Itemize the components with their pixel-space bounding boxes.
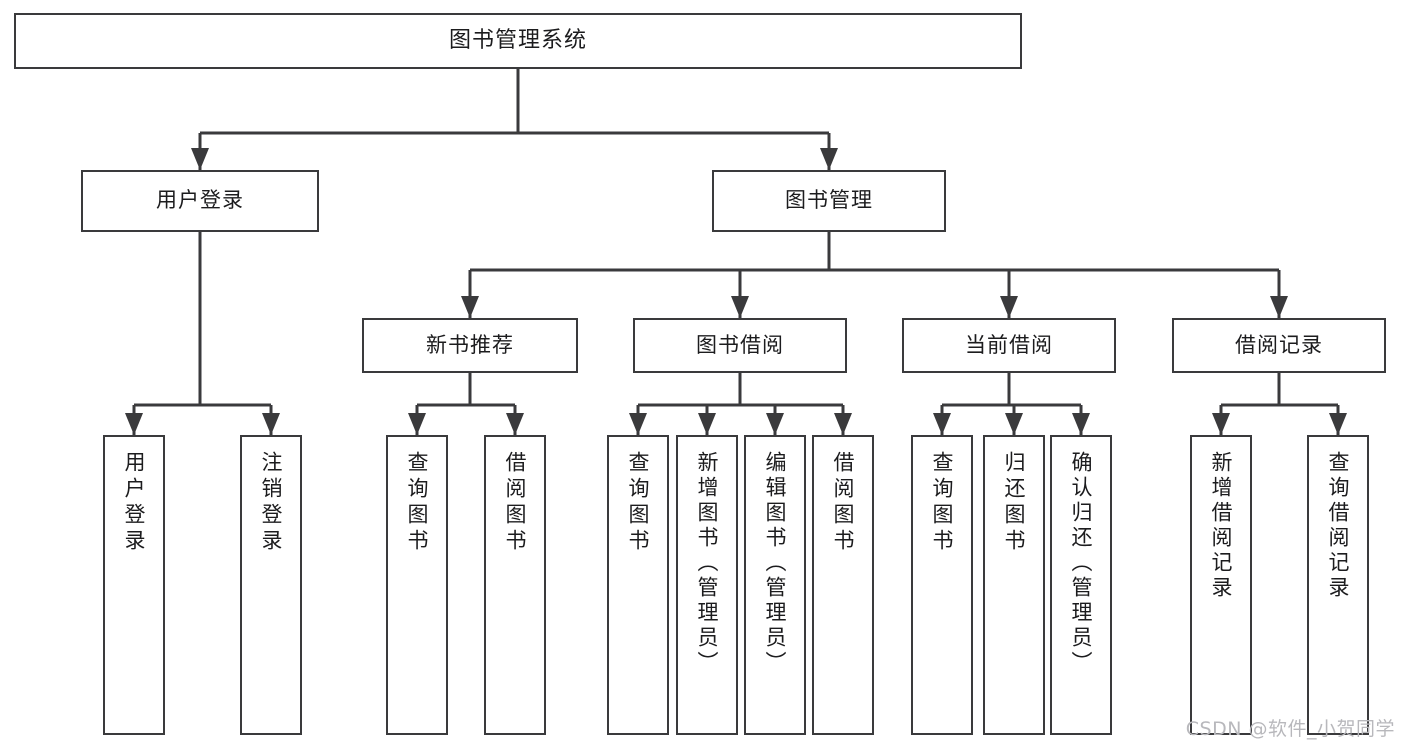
node-borrow-record-label: 借阅记录 (1235, 332, 1323, 357)
leaf-return-book[interactable]: 归还图书 (983, 435, 1045, 735)
node-book-borrow-label: 图书借阅 (696, 332, 784, 357)
node-book-manage[interactable]: 图书管理 (712, 170, 946, 232)
watermark: CSDN @软件_小贺同学 (1185, 718, 1395, 740)
node-root[interactable]: 图书管理系统 (14, 13, 1022, 69)
leaf-add-book-admin-label: 新增图书（管理员） (695, 451, 720, 676)
node-borrow-record[interactable]: 借阅记录 (1172, 318, 1386, 373)
node-user-login[interactable]: 用户登录 (81, 170, 319, 232)
leaf-query-borrow-record[interactable]: 查询借阅记录 (1307, 435, 1369, 735)
leaf-logout[interactable]: 注销登录 (240, 435, 302, 735)
leaf-add-borrow-record[interactable]: 新增借阅记录 (1190, 435, 1252, 735)
leaf-borrow-book-recommend-label: 借阅图书 (503, 451, 528, 555)
leaf-query-book-current[interactable]: 查询图书 (911, 435, 973, 735)
node-new-book-recommend-label: 新书推荐 (426, 332, 514, 357)
leaf-edit-book-admin[interactable]: 编辑图书（管理员） (744, 435, 806, 735)
node-new-book-recommend[interactable]: 新书推荐 (362, 318, 578, 373)
node-current-borrow-label: 当前借阅 (965, 332, 1053, 357)
node-book-borrow[interactable]: 图书借阅 (633, 318, 847, 373)
node-user-login-label: 用户登录 (156, 188, 244, 213)
node-root-label: 图书管理系统 (448, 27, 587, 53)
leaf-borrow-book[interactable]: 借阅图书 (812, 435, 874, 735)
node-book-manage-label: 图书管理 (785, 188, 873, 213)
leaf-borrow-book-recommend[interactable]: 借阅图书 (484, 435, 546, 735)
leaf-query-book-borrow-label: 查询图书 (626, 451, 651, 555)
leaf-user-login[interactable]: 用户登录 (103, 435, 165, 735)
leaf-add-book-admin[interactable]: 新增图书（管理员） (676, 435, 738, 735)
leaf-query-book-borrow[interactable]: 查询图书 (607, 435, 669, 735)
leaf-user-login-label: 用户登录 (122, 451, 147, 555)
leaf-query-borrow-record-label: 查询借阅记录 (1326, 451, 1351, 601)
leaf-confirm-return-admin[interactable]: 确认归还（管理员） (1050, 435, 1112, 735)
leaf-logout-label: 注销登录 (259, 451, 284, 555)
leaf-query-book-recommend-label: 查询图书 (405, 451, 430, 555)
node-current-borrow[interactable]: 当前借阅 (902, 318, 1116, 373)
leaf-edit-book-admin-label: 编辑图书（管理员） (763, 451, 788, 676)
leaf-confirm-return-admin-label: 确认归还（管理员） (1069, 451, 1094, 676)
leaf-query-book-recommend[interactable]: 查询图书 (386, 435, 448, 735)
leaf-add-borrow-record-label: 新增借阅记录 (1209, 451, 1234, 601)
leaf-return-book-label: 归还图书 (1002, 451, 1027, 555)
leaf-borrow-book-label: 借阅图书 (831, 451, 856, 555)
leaf-query-book-current-label: 查询图书 (930, 451, 955, 555)
